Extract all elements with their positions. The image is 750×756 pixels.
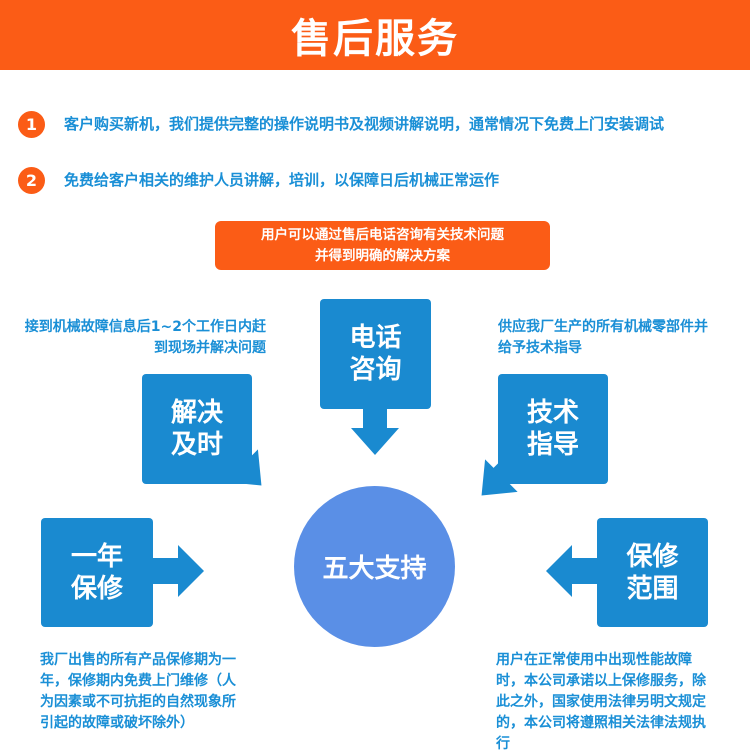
number-badge: 2: [18, 167, 45, 194]
page-title: 售后服务: [291, 16, 459, 62]
service-point-1: 1 客户购买新机，我们提供完整的操作说明书及视频讲解说明，通常情况下免费上门安装…: [18, 111, 718, 157]
phone-consult-box: 电话咨询: [320, 299, 431, 409]
hotline-banner: 用户可以通过售后电话咨询有关技术问题 并得到明确的解决方案: [215, 221, 550, 270]
arrow-down-icon: [351, 409, 399, 455]
arrow-right-icon: [153, 545, 204, 597]
box-label-line: 指导: [526, 430, 579, 460]
box-label-line: 保修: [70, 573, 123, 604]
five-support-circle: 五大支持: [294, 486, 455, 647]
scope-description: 用户在正常使用中出现性能故障时，本公司承诺以上保修服务，除此之外，国家使用法律另…: [496, 652, 706, 752]
box-label-line: 范围: [626, 573, 679, 604]
box-label-line: 及时: [170, 430, 223, 460]
service-point-text: 免费给客户相关的维护人员讲解，培训，以保障日后机械正常运作: [64, 171, 500, 189]
warranty-scope-box: 保修范围: [597, 518, 708, 627]
one-year-warranty-box: 一年保修: [41, 518, 153, 627]
box-label-line: 电话: [349, 323, 402, 353]
service-point-text: 客户购买新机，我们提供完整的操作说明书及视频讲解说明，通常情况下免费上门安装调试: [64, 115, 665, 133]
box-label-line: 解决: [170, 398, 223, 428]
tech-guidance-box: 技术指导: [498, 374, 608, 484]
banner-line-1: 用户可以通过售后电话咨询有关技术问题: [261, 226, 504, 243]
box-label-line: 保修: [626, 541, 679, 572]
number-badge: 1: [18, 111, 45, 138]
header-bar: 售后服务: [0, 0, 750, 70]
box-label-line: 一年: [70, 541, 123, 572]
timely-resolve-box: 解决及时: [142, 374, 252, 484]
service-point-2: 2 免费给客户相关的维护人员讲解，培训，以保障日后机械正常运作: [18, 167, 718, 195]
banner-line-2: 并得到明确的解决方案: [315, 247, 450, 264]
resolve-description: 接到机械故障信息后1~2个工作日内赶到现场并解决问题: [24, 319, 266, 356]
warranty-description: 我厂出售的所有产品保修期为一年，保修期内免费上门维修（人为因素或不可抗拒的自然现…: [40, 652, 236, 731]
tech-description: 供应我厂生产的所有机械零部件并给予技术指导: [498, 319, 708, 356]
arrow-left-icon: [546, 545, 597, 597]
box-label-line: 技术: [526, 398, 579, 428]
center-label: 五大支持: [322, 554, 427, 584]
box-label-line: 咨询: [349, 355, 402, 385]
